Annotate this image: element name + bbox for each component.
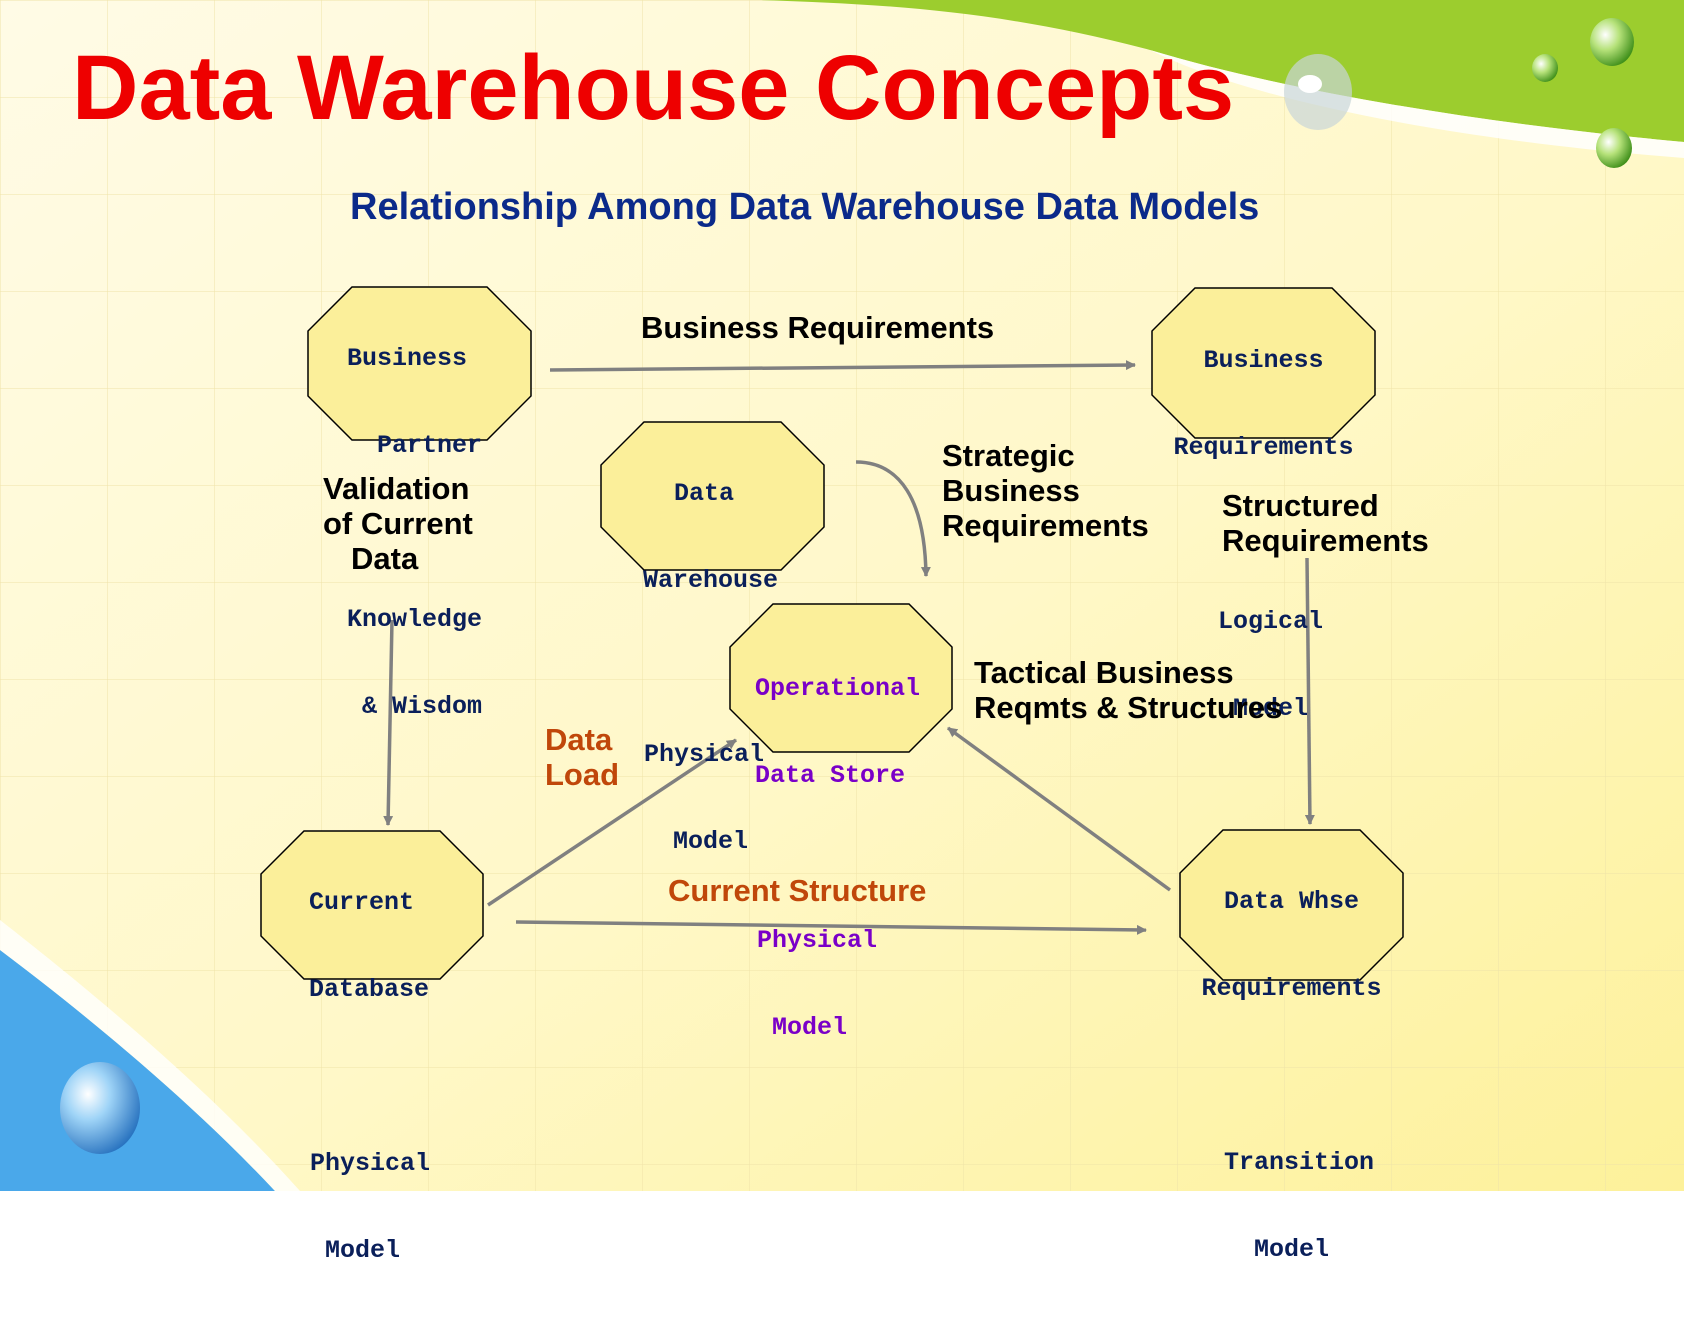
node-line: Database <box>309 975 430 1004</box>
node-business-partner: Business Partner Knowledge & Wisdom <box>307 286 532 721</box>
node-line <box>729 848 953 868</box>
arrow-structured-to-whse-reqs <box>1304 557 1315 825</box>
label-line: Business <box>942 473 1080 508</box>
label-line: of Current <box>323 506 473 541</box>
node-line: Logical <box>1217 607 1324 636</box>
arrow-data-load <box>487 738 737 907</box>
node-line: Model <box>1253 1235 1329 1264</box>
label-strategic: Strategic Business Requirements <box>942 438 1149 543</box>
node-line: Business <box>347 344 468 373</box>
node-line: Physical <box>310 1149 431 1178</box>
node-line: Data Store <box>755 761 906 790</box>
node-line: Business <box>1203 346 1324 375</box>
node-line <box>1179 1061 1404 1090</box>
label-tactical: Tactical Business Reqmts & Structures <box>974 655 1282 725</box>
label-line: Data <box>351 541 419 576</box>
label-line: Load <box>545 757 620 792</box>
arrow-current-structure <box>515 920 1147 935</box>
arrow-strategic <box>855 460 931 577</box>
label-line: Requirements <box>1222 523 1429 558</box>
page-subtitle: Relationship Among Data Warehouse Data M… <box>350 186 1260 228</box>
node-line: Data Whse <box>1223 887 1360 916</box>
arrow-partner-to-business-reqs <box>549 360 1136 372</box>
node-line: Physical <box>644 740 765 769</box>
node-data-whse-requirements: Data Whse Requirements Transition Model <box>1179 829 1404 1264</box>
arrow-validation-to-current-db <box>383 619 394 826</box>
node-line: Transition <box>1208 1148 1375 1177</box>
node-line: Warehouse <box>643 566 779 595</box>
label-line: Tactical Business <box>974 655 1234 690</box>
node-line <box>260 1062 484 1091</box>
node-line: Physical <box>757 926 878 955</box>
arrow-tactical <box>946 726 1172 892</box>
label-line: Structured <box>1222 488 1379 523</box>
label-current-structure: Current Structure <box>668 873 927 908</box>
node-line: Model <box>658 827 749 856</box>
label-structured: Structured Requirements <box>1222 488 1429 558</box>
node-line: & Wisdom <box>347 692 483 721</box>
node-line: Model <box>1232 694 1308 723</box>
node-line: Knowledge <box>347 605 483 634</box>
node-line: Partner <box>347 431 483 460</box>
node-line: Operational <box>755 674 921 703</box>
node-line: Current <box>309 888 415 917</box>
node-line: Requirements <box>1173 433 1354 462</box>
node-operational-data-store: Operational Data Store Physical Model <box>729 603 953 1042</box>
node-line: Data <box>674 479 735 508</box>
label-data-load: Data Load <box>545 722 619 792</box>
page-title: Data Warehouse Concepts <box>72 37 1235 139</box>
slide-background <box>0 0 1684 1191</box>
label-line: Data <box>545 722 613 757</box>
connector-arrows <box>383 360 1315 935</box>
node-line: Model <box>310 1236 401 1265</box>
node-line: Model <box>757 1013 848 1042</box>
label-line: Reqmts & Structures <box>974 690 1283 725</box>
node-business-requirements: Business Requirements Logical Model <box>1151 287 1376 723</box>
node-line: Requirements <box>1201 974 1382 1003</box>
label-line: Strategic <box>942 438 1075 473</box>
label-line: Requirements <box>942 508 1149 543</box>
label-validation: Validation of Current Data <box>323 471 473 576</box>
node-data-warehouse: Data Warehouse Physical Model <box>600 421 825 856</box>
label-business-requirements: Business Requirements <box>641 310 995 345</box>
node-current-database: Current Database Physical Model <box>260 830 484 1265</box>
label-line: Validation <box>323 471 470 506</box>
